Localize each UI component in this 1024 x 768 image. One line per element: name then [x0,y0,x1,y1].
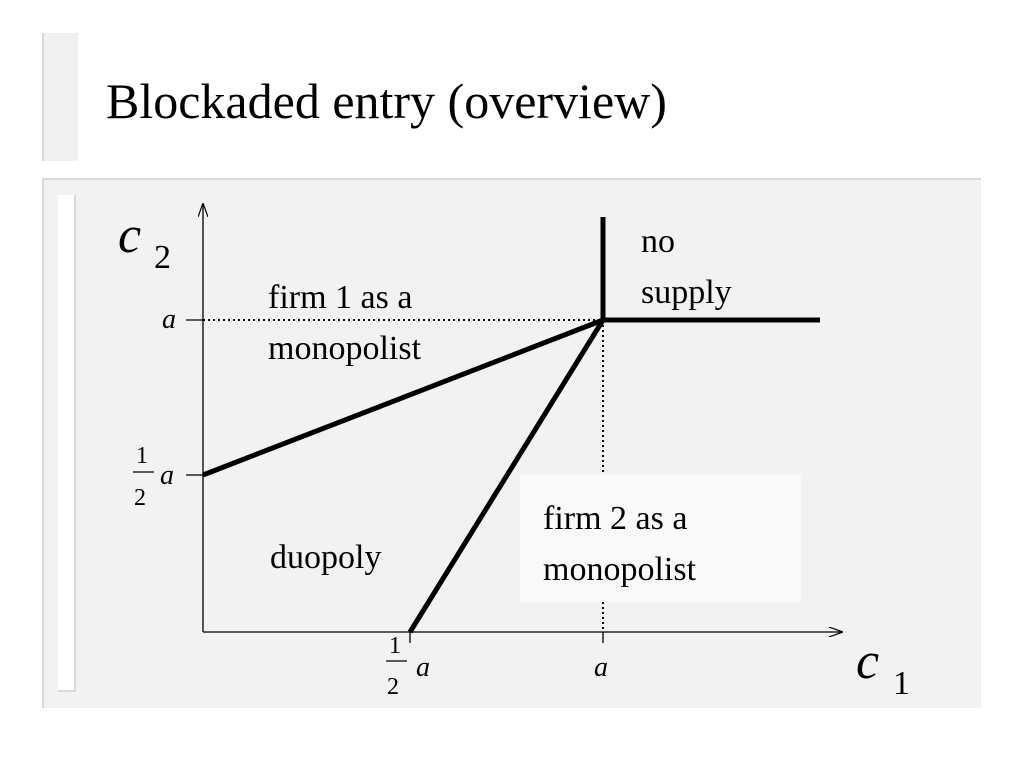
y-tick-half-numerator: 1 [136,443,148,469]
firm2-label-box [520,474,801,602]
firm2-monopolist-label-line2: monopolist [543,551,697,588]
firm1-monopolist-label-line2: monopolist [268,330,422,367]
y-axis-subscript: 2 [154,239,171,276]
firm1-monopoly-boundary [202,317,604,478]
firm2-monopoly-boundary [407,318,606,634]
firm1-monopolist-label-line1: firm 1 as a [268,279,412,316]
y-tick-label-a: a [162,304,176,335]
firm2-monopolist-label-line1: firm 2 as a [543,500,687,537]
y-axis-var: c [118,207,141,264]
no-supply-label-line1: no [641,223,675,260]
y-tick-half-var: a [160,460,174,491]
panel-inner-bar [58,195,76,692]
x-tick-label-a: a [594,652,608,683]
x-axis-var: c [856,633,879,690]
duopoly-label: duopoly [270,539,381,576]
x-tick-half-denominator: 2 [387,674,399,700]
x-axis-subscript: 1 [893,665,910,702]
title-accent-bar [42,33,78,161]
x-tick-half-var: a [416,652,430,683]
diagram-panel [42,178,981,708]
x-tick-half-numerator: 1 [389,633,401,659]
no-supply-label-line2: supply [641,274,732,311]
y-tick-half-denominator: 2 [134,485,146,511]
slide-title: Blockaded entry (overview) [106,73,667,129]
